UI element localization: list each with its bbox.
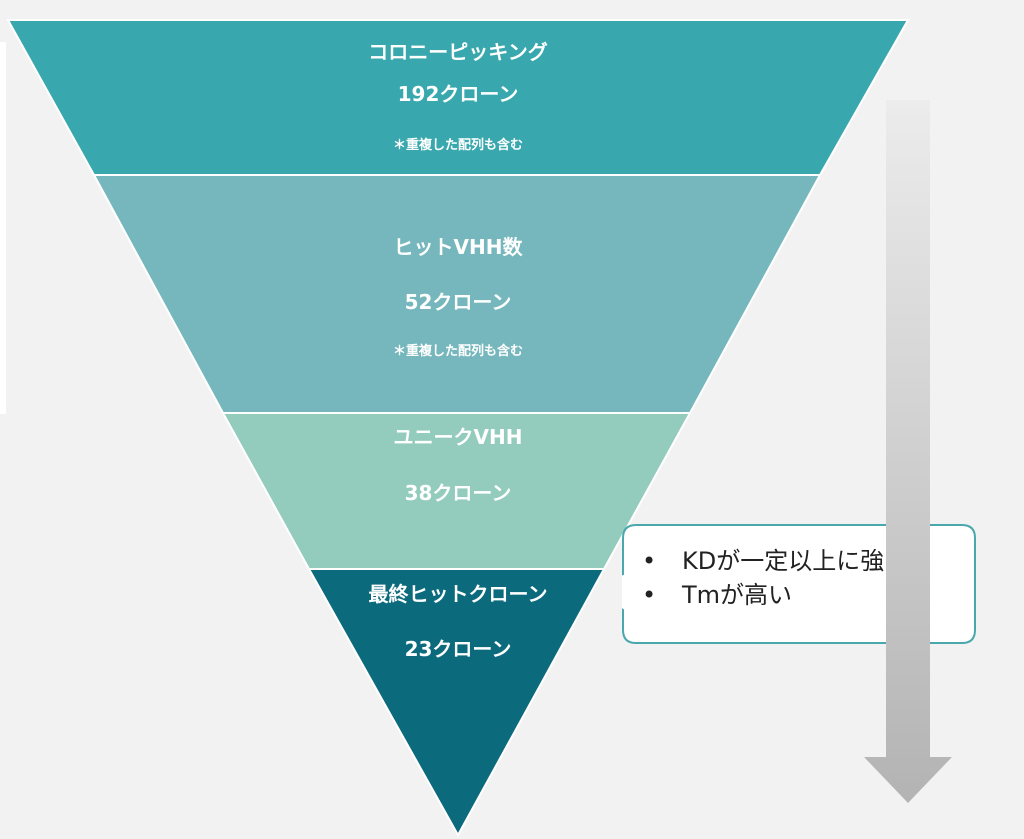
down-arrow-icon bbox=[864, 100, 952, 803]
level-2-title: ヒットVHH数 bbox=[393, 235, 523, 259]
callout-item: • Tmが高い bbox=[622, 578, 908, 612]
callout-item-text: Tmが高い bbox=[682, 581, 793, 609]
callout-item: • KDが一定以上に強く bbox=[622, 544, 908, 578]
level-2-note: ＊重複した配列も含む bbox=[392, 344, 523, 359]
level-1-note: ＊重複した配列も含む bbox=[392, 138, 523, 153]
level-1-count: 192クローン bbox=[397, 82, 519, 106]
level-4-count: 23クローン bbox=[404, 637, 512, 661]
funnel-level-4-shape bbox=[307, 568, 606, 838]
level-3-title: ユニークVHH bbox=[393, 425, 523, 449]
down-arrow-shape bbox=[864, 100, 952, 803]
level-2-count: 52クローン bbox=[404, 290, 512, 314]
bullet-marker: • bbox=[642, 547, 657, 575]
callout-list: • KDが一定以上に強く • Tmが高い bbox=[622, 544, 908, 612]
level-4-title: 最終ヒットクローン bbox=[368, 582, 548, 606]
level-3-count: 38クローン bbox=[404, 481, 512, 505]
bullet-marker: • bbox=[642, 581, 657, 609]
left-divider bbox=[0, 42, 6, 414]
level-1-title: コロニーピッキング bbox=[368, 40, 548, 64]
funnel-shape bbox=[6, 19, 910, 838]
callout-item-text: KDが一定以上に強く bbox=[682, 547, 909, 575]
